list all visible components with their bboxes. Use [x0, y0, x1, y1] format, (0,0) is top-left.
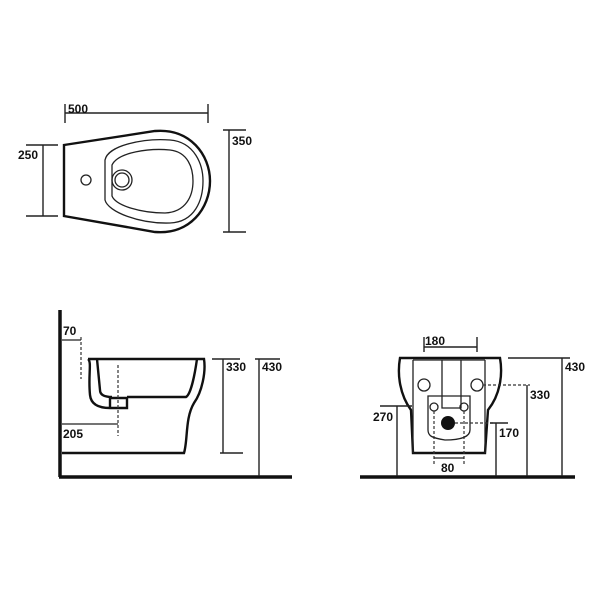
dim-180-line: [423, 337, 478, 352]
dim-70-label: 70: [63, 324, 77, 338]
top-view-bowl: [111, 148, 194, 214]
dim-205-label: 205: [63, 427, 83, 441]
outlet: [441, 416, 455, 430]
dim-430-line: [255, 358, 280, 476]
side-view: 70 205 330 430: [58, 310, 292, 479]
dim-180-label: 180: [425, 334, 445, 348]
front-inner: [412, 359, 486, 453]
dim-330-line: [212, 358, 243, 454]
dim-430-front-line: [508, 357, 570, 476]
front-dashes: [433, 384, 530, 465]
drain-outer: [111, 169, 133, 191]
side-view-outline: [62, 357, 206, 455]
dim-250-label: 250: [18, 148, 38, 162]
top-view-outline: [62, 129, 212, 234]
side-view-dashes: [80, 337, 119, 436]
dim-250-line: [26, 144, 58, 217]
dim-170-label: 170: [499, 426, 519, 440]
dim-330-label: 330: [226, 360, 246, 374]
front-view: 180 430 330 270 170 80: [360, 334, 585, 479]
dim-80-label: 80: [441, 461, 455, 475]
dim-270-line: [380, 405, 412, 476]
dim-350-line: [223, 129, 246, 233]
tap-hole: [80, 174, 92, 186]
dim-350-label: 350: [232, 134, 252, 148]
fixing-hole-left: [417, 378, 431, 392]
inlet-left: [429, 402, 439, 412]
dim-430-front-label: 430: [565, 360, 585, 374]
front-view-outline: [397, 356, 503, 455]
dim-430-label: 430: [262, 360, 282, 374]
dim-500-line: [64, 104, 209, 123]
top-view: 500 250 350: [18, 102, 252, 234]
dim-170-line: [490, 422, 508, 476]
dim-330-front-label: 330: [530, 388, 550, 402]
dim-270-label: 270: [373, 410, 393, 424]
fixing-hole-right: [470, 378, 484, 392]
dim-500-label: 500: [68, 102, 88, 116]
drain-inner: [114, 172, 130, 188]
top-view-rim: [104, 139, 204, 224]
